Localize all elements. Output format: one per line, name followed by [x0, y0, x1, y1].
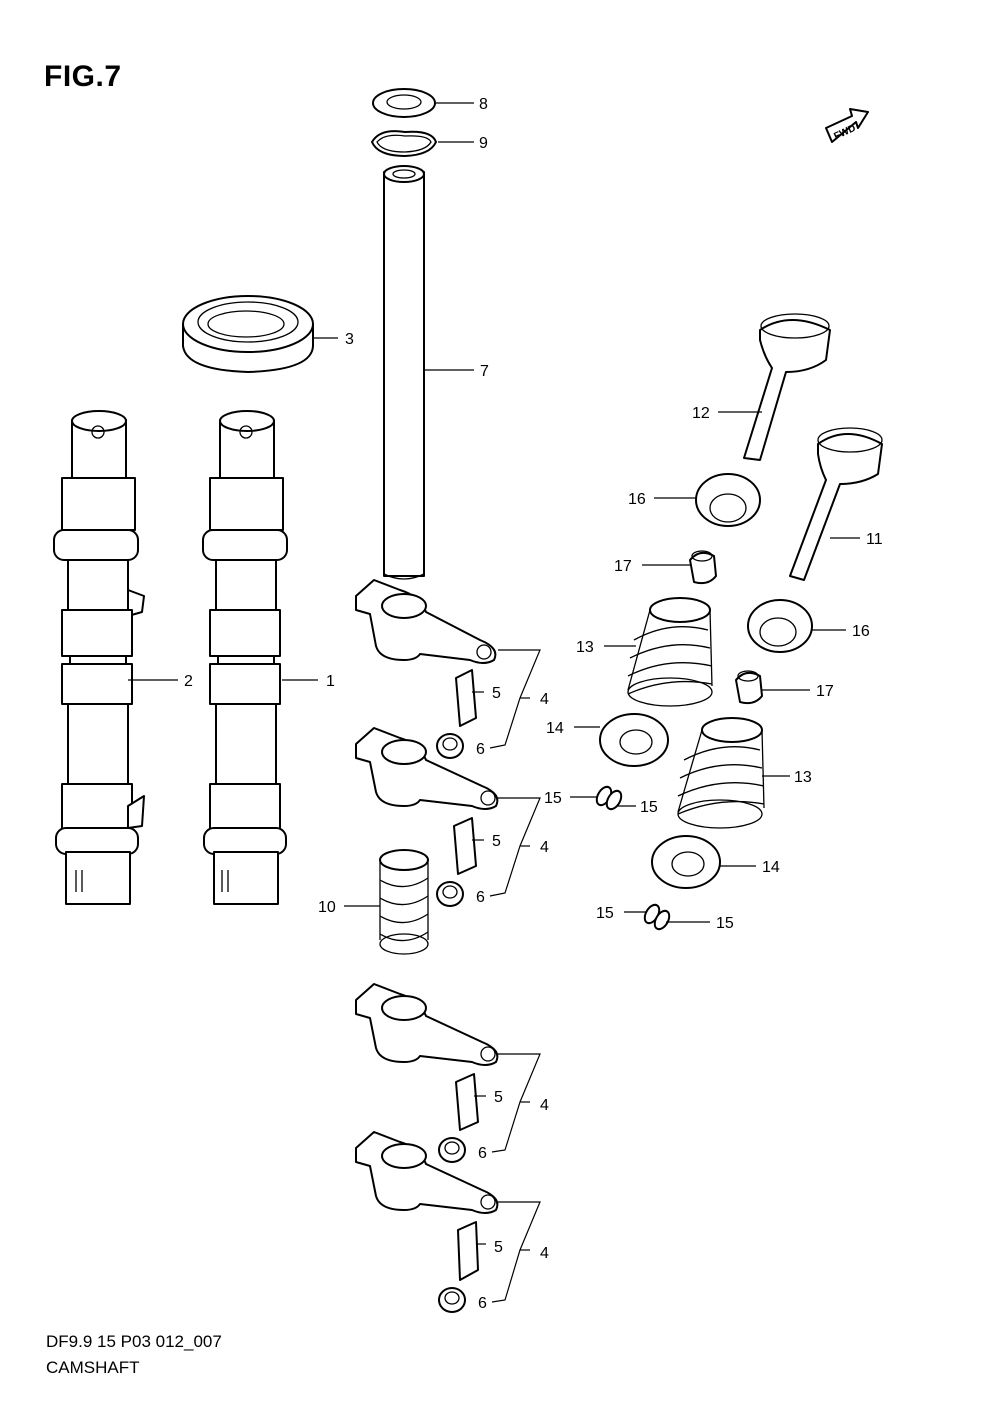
part-15-valve-cotters-2 [624, 903, 710, 931]
callout-16-b: 16 [852, 623, 870, 640]
callout-14-b: 14 [762, 859, 780, 876]
figure-title: FIG.7 [44, 60, 122, 93]
part-9-o-ring [371, 130, 474, 157]
callout-15-c: 15 [596, 905, 614, 922]
callout-group1-5: 5 [492, 685, 501, 702]
callout-7: 7 [480, 363, 489, 380]
callout-group4-5: 5 [494, 1239, 503, 1256]
part-15-valve-cotters [570, 785, 636, 811]
callout-group4-4: 4 [540, 1245, 549, 1262]
assembly-name: CAMSHAFT [46, 1358, 140, 1377]
callout-group3-5: 5 [494, 1089, 503, 1106]
callout-14-a: 14 [546, 720, 564, 737]
callout-group1-6: 6 [476, 741, 485, 758]
callout-group2-4: 4 [540, 839, 549, 856]
callout-1: 1 [326, 673, 335, 690]
callout-group3-6: 6 [478, 1145, 487, 1162]
callout-13-a: 13 [576, 639, 594, 656]
callout-group4-6: 6 [478, 1295, 487, 1312]
callout-group2-5: 5 [492, 833, 501, 850]
part-3-oil-seal [182, 295, 338, 373]
part-16-upper-seat-2 [747, 599, 846, 653]
callout-10: 10 [318, 899, 336, 916]
rocker-arm-group-1 [355, 579, 541, 759]
callout-9: 9 [479, 135, 488, 152]
part-2-camshaft [53, 410, 178, 905]
part-8-washer [372, 88, 474, 118]
callout-group3-4: 4 [540, 1097, 549, 1114]
callout-group1-4: 4 [540, 691, 549, 708]
part-17-stem-seal [642, 550, 717, 585]
rocker-arm-group-3 [355, 983, 541, 1163]
part-12-valve [718, 313, 831, 461]
part-10-spring [344, 849, 429, 955]
callout-17-b: 17 [816, 683, 834, 700]
callout-16-a: 16 [628, 491, 646, 508]
drawing-code: DF9.9 15 P03 012_007 [46, 1332, 222, 1351]
part-1-camshaft [202, 410, 318, 905]
fwd-arrow-icon: FWD [825, 108, 869, 143]
rocker-arm-group-2 [355, 727, 541, 907]
part-14-spring-retainer [574, 713, 669, 767]
part-13-valve-spring-2 [677, 717, 790, 829]
callout-3: 3 [345, 331, 354, 348]
callout-2: 2 [184, 673, 193, 690]
callout-8: 8 [479, 96, 488, 113]
callout-12: 12 [692, 405, 710, 422]
part-11-valve [789, 427, 883, 581]
callout-group2-6: 6 [476, 889, 485, 906]
part-13-valve-spring [604, 597, 713, 707]
callout-17-a: 17 [614, 558, 632, 575]
part-17-stem-seal-2 [735, 670, 810, 705]
callout-13-b: 13 [794, 769, 812, 786]
callout-15-b: 15 [640, 799, 658, 816]
callout-15-d: 15 [716, 915, 734, 932]
rocker-arm-group-4 [355, 1131, 541, 1313]
part-16-upper-seat [654, 473, 761, 527]
callout-15-a: 15 [544, 790, 562, 807]
part-7-rocker-shaft [383, 165, 474, 580]
callout-11: 11 [866, 531, 883, 548]
part-14-spring-retainer-2 [651, 835, 756, 889]
